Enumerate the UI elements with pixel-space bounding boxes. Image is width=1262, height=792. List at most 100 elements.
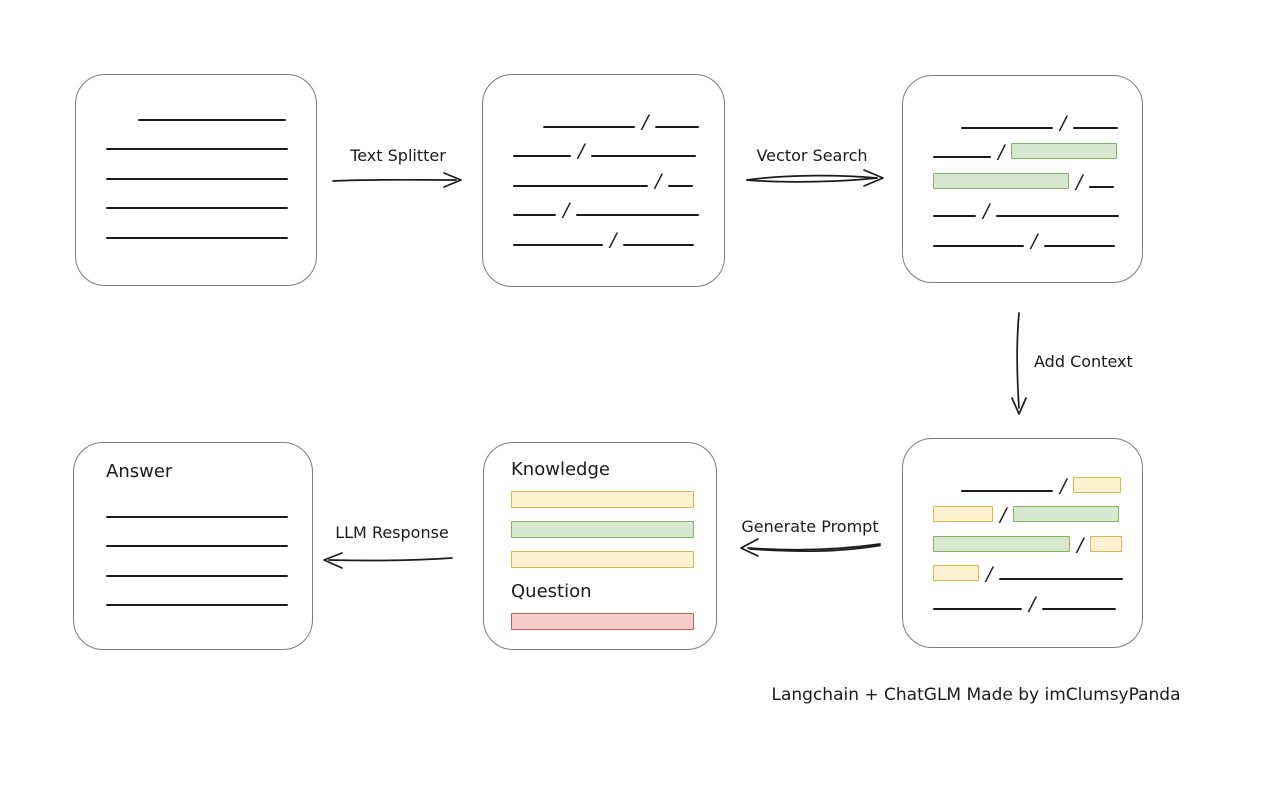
text-line [1089,185,1115,188]
chunk-separator-slash: / [642,110,649,133]
chunk-rows: / / / / / [483,75,724,251]
chunk-separator-slash: / [1000,504,1007,526]
chunk-row: / [513,188,724,221]
node-matched-chunks: ///// [902,75,1143,283]
chunk-row [106,548,312,578]
text-line [1073,126,1119,129]
text-line [543,125,635,128]
chunk-row: / [961,100,1142,134]
text-line [138,118,286,121]
chunk-separator-slash: / [983,200,990,222]
chunk-separator-slash: / [578,140,585,162]
chunk-row: / [933,581,1142,615]
text-line [106,574,288,577]
vector-search-label: Vector Search [756,146,868,165]
node-answer: Answer [73,442,313,650]
text-line [591,155,697,157]
yellow-bar [511,551,694,568]
yellow-highlight-chunk [1073,476,1122,493]
chunk-row: / [513,217,724,251]
text-line [513,243,603,246]
text-line [655,125,700,128]
chunk-row [106,181,316,211]
llm-response-label: LLM Response [335,523,449,542]
node-context-chunks: / / / / / [902,438,1143,648]
text-line [1042,607,1117,610]
green-highlight-chunk [1013,506,1120,522]
chunk-row: / [933,552,1142,585]
text-line [961,126,1053,129]
yellow-bar [511,491,694,508]
chunk-row: / [961,463,1142,497]
chunk-row: / [933,130,1142,162]
chunk-separator-slash: / [1077,533,1084,556]
text-line [513,184,648,187]
answer-text-lines [106,489,312,607]
add-context-label: Add Context [1034,352,1133,371]
text-line [933,607,1022,610]
text-line [961,489,1053,492]
chunk-separator-slash: / [563,199,570,221]
answer-title: Answer [106,461,173,482]
chunk-separator-slash: / [986,563,993,585]
chunk-row [106,519,312,549]
chunk-separator-slash: / [610,228,617,251]
text-line [623,243,695,246]
text-line [1044,244,1116,247]
text-line [933,244,1024,247]
chunk-separator-slash: / [1060,111,1067,134]
green-highlight-chunk [1011,143,1118,159]
chunk-separator-slash: / [1076,170,1083,193]
green-highlight-chunk [933,535,1070,552]
yellow-highlight-chunk [933,565,979,581]
llm-response-arrow [323,552,453,569]
chunk-row: / [933,159,1142,193]
context-chunk-rows: / / / / / [903,439,1142,615]
yellow-highlight-chunk [933,506,993,522]
text-line [999,578,1124,580]
chunk-row: / [513,129,724,162]
red-bar [511,613,694,630]
text-splitter-arrow [332,172,462,188]
generate-prompt-label: Generate Prompt [741,517,879,536]
text-line [513,155,571,157]
green-highlight-chunk [933,172,1069,189]
chunk-separator-slash: / [1060,474,1067,497]
chunk-row: / [933,493,1142,526]
document-text-lines [76,75,316,240]
diagram-caption: Langchain + ChatGLM Made by imClumsyPand… [771,685,1181,705]
text-line [513,214,556,216]
chunk-row [106,210,316,240]
text-line [106,207,288,209]
generate-prompt-arrow [740,538,881,557]
text-line [106,604,288,606]
vector-search-arrow [746,169,884,187]
text-line [996,215,1120,217]
matched-chunk-rows: ///// [903,76,1142,252]
question-label: Question [511,581,592,602]
text-line [106,545,288,547]
chunk-row: / [513,158,724,192]
text-line [106,236,288,239]
chunk-row [106,122,316,152]
chunk-row [106,489,312,519]
chunk-row: / [933,189,1142,222]
chunk-separator-slash: / [655,169,662,192]
chunk-separator-slash: / [1029,592,1036,615]
text-line [106,148,288,150]
yellow-highlight-chunk [1090,535,1123,552]
text-line [933,156,991,158]
text-line [933,215,976,217]
chunk-row: / [933,522,1142,556]
text-line [106,515,288,518]
text-line [106,177,288,180]
text-line [576,214,700,216]
chunk-row [106,578,312,608]
chunk-separator-slash: / [1031,229,1038,252]
text-line [668,184,694,187]
knowledge-label: Knowledge [511,459,610,480]
green-bar [511,521,694,538]
